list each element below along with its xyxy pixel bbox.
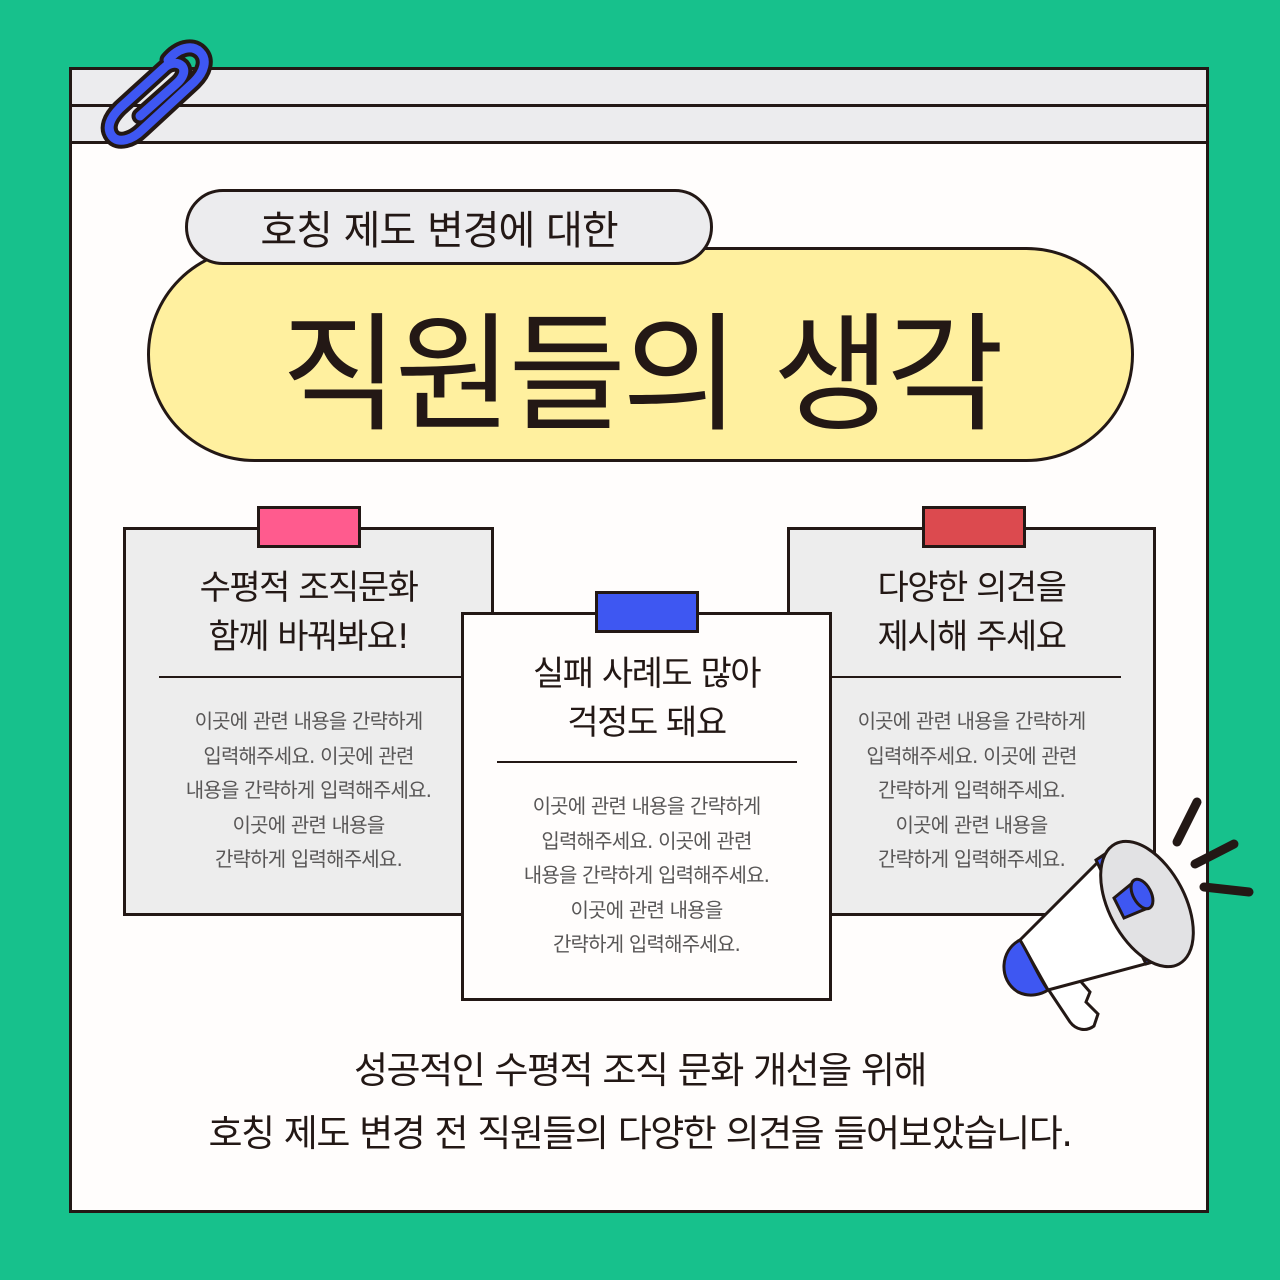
title-pill: 직원들의 생각 (147, 247, 1134, 462)
card-body: 이곳에 관련 내용을 간략하게 입력해주세요. 이곳에 관련 내용을 간략하게 … (523, 794, 770, 956)
megaphone-icon (1002, 797, 1254, 1031)
card-divider (159, 676, 491, 678)
card-body: 이곳에 관련 내용을 간략하게 입력해주세요. 이곳에 관련 내용을 간략하게 … (185, 709, 432, 871)
card-title: 수평적 조직문화 함께 바꿔봐요! (199, 568, 419, 657)
card-body: 이곳에 관련 내용을 간략하게 입력해주세요. 이곳에 관련 간략하게 입력해주… (857, 709, 1087, 871)
paperclip-icon (100, 39, 213, 149)
card-title: 다양한 의견을 제시해 주세요 (877, 568, 1068, 657)
card-divider (790, 676, 1121, 678)
card-divider (497, 761, 797, 763)
footer-line-2: 호칭 제도 변경 전 직원들의 다양한 의견을 들어보았습니다. (208, 1112, 1073, 1155)
opinion-card-2: 실패 사례도 많아 걱정도 돼요 이곳에 관련 내용을 간략하게 입력해주세요.… (461, 591, 832, 1001)
subtitle-text: 호칭 제도 변경에 대한 (260, 208, 618, 254)
opinion-card-3: 다양한 의견을 제시해 주세요 이곳에 관련 내용을 간략하게 입력해주세요. … (787, 506, 1156, 916)
opinion-card-1: 수평적 조직문화 함께 바꿔봐요! 이곳에 관련 내용을 간략하게 입력해주세요… (123, 506, 494, 916)
page-title: 직원들의 생각 (280, 301, 1004, 450)
top-strip (72, 107, 1206, 144)
card-tab-pink (256, 506, 361, 548)
card-tab-red (922, 506, 1026, 548)
card-title: 실패 사례도 많아 걱정도 돼요 (532, 654, 762, 743)
subtitle-pill: 호칭 제도 변경에 대한 (185, 189, 713, 265)
top-strip (72, 70, 1206, 107)
footer-line-1: 성공적인 수평적 조직 문화 개선을 위해 (354, 1049, 927, 1092)
card-tab-blue (594, 591, 699, 633)
